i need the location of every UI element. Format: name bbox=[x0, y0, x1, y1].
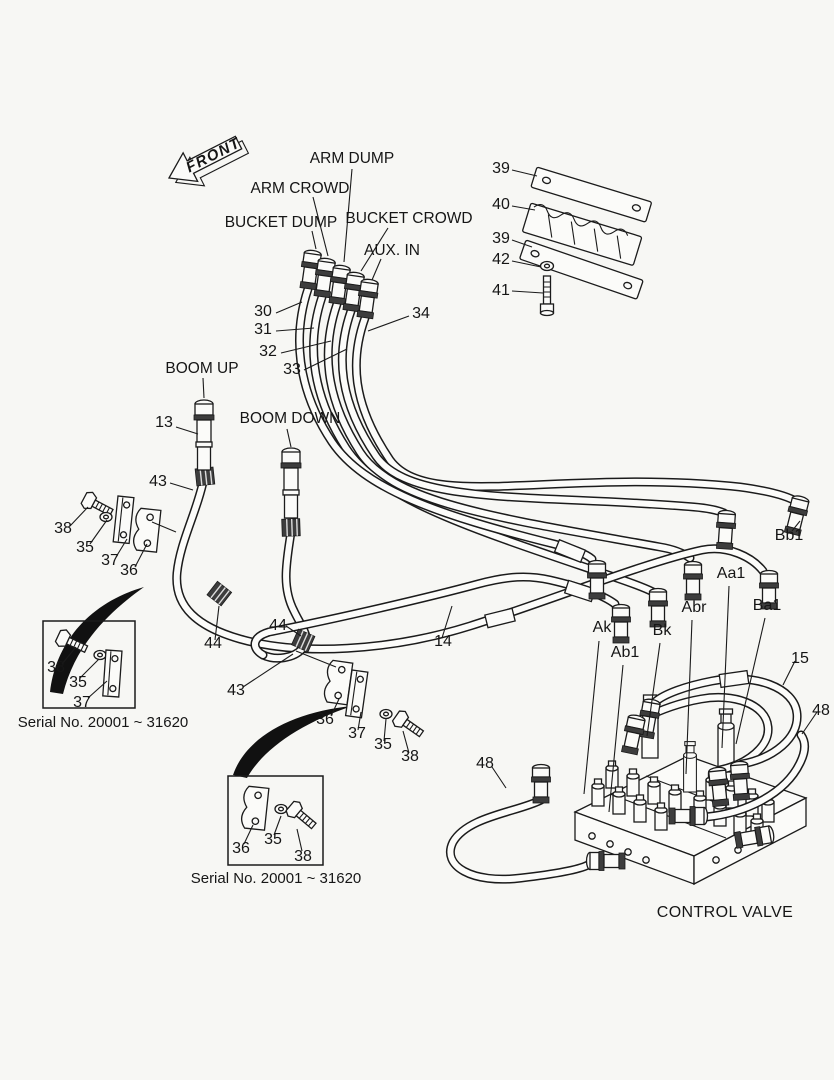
label-aux-in: AUX. IN bbox=[364, 242, 420, 259]
port-label-abr: Abr bbox=[682, 599, 708, 616]
callout-31: 31 bbox=[254, 321, 272, 338]
label-arm-crowd: ARM CROWD bbox=[250, 180, 349, 197]
port-label-bk: Bk bbox=[653, 622, 673, 639]
valve-hoses bbox=[446, 669, 810, 884]
port-label-aa1: Aa1 bbox=[717, 565, 746, 582]
callout-35-mid: 35 bbox=[374, 736, 392, 753]
label-bucket-dump: BUCKET DUMP bbox=[225, 214, 338, 231]
box2-callout-35: 35 bbox=[264, 831, 282, 848]
callout-37-mid: 37 bbox=[348, 725, 366, 742]
label-boom-up: BOOM UP bbox=[165, 360, 238, 377]
callout-35-left: 35 bbox=[76, 539, 94, 556]
callout-34: 34 bbox=[412, 305, 430, 322]
port-label-ak: Ak bbox=[593, 619, 613, 636]
serial-note-upper: Serial No. 20001 ~ 31620 bbox=[18, 714, 189, 731]
label-arm-dump: ARM DUMP bbox=[310, 150, 394, 167]
clamp-plate-assembly bbox=[519, 166, 652, 317]
callout-38-mid: 38 bbox=[401, 748, 419, 765]
control-valve-label: CONTROL VALVE bbox=[657, 904, 794, 921]
callout-39-bottom: 39 bbox=[492, 230, 510, 247]
diagram-labels: ARM DUMP ARM CROWD BUCKET DUMP BUCKET CR… bbox=[18, 150, 830, 921]
port-label-ba1: Ba1 bbox=[753, 597, 782, 614]
leader-lines bbox=[61, 168, 818, 852]
callout-38-left: 38 bbox=[54, 520, 72, 537]
clamp-group-left bbox=[79, 489, 177, 553]
callout-37-left: 37 bbox=[101, 552, 119, 569]
label-bucket-crowd: BUCKET CROWD bbox=[345, 210, 472, 227]
callout-44-mid: 44 bbox=[269, 617, 287, 634]
callout-13: 13 bbox=[155, 414, 173, 431]
serial-detail-box-lower bbox=[227, 775, 324, 866]
box1-callout-35: 35 bbox=[69, 674, 87, 691]
washer-42 bbox=[539, 260, 555, 272]
box1-callout-37: 37 bbox=[73, 694, 91, 711]
clamp-group-middle bbox=[295, 650, 428, 742]
callout-32: 32 bbox=[259, 343, 277, 360]
port-label-ab1: Ab1 bbox=[611, 644, 640, 661]
serial-detail-box-upper bbox=[42, 620, 136, 709]
callout-41: 41 bbox=[492, 282, 510, 299]
callout-48-left: 48 bbox=[476, 755, 494, 772]
callout-14: 14 bbox=[434, 633, 452, 650]
control-valve bbox=[573, 694, 808, 886]
label-boom-down: BOOM DOWN bbox=[240, 410, 341, 427]
box2-callout-36: 36 bbox=[232, 840, 250, 857]
callout-40: 40 bbox=[492, 196, 510, 213]
callout-48-right: 48 bbox=[812, 702, 830, 719]
box2-callout-38: 38 bbox=[294, 848, 312, 865]
callout-36-mid: 36 bbox=[316, 711, 334, 728]
port-label-bb1: Bb1 bbox=[775, 527, 804, 544]
callout-33: 33 bbox=[283, 361, 301, 378]
callout-30: 30 bbox=[254, 303, 272, 320]
callout-15: 15 bbox=[791, 650, 809, 667]
callout-42: 42 bbox=[492, 251, 510, 268]
callout-43-upper: 43 bbox=[149, 473, 167, 490]
bolt-41 bbox=[539, 275, 555, 317]
callout-39-top: 39 bbox=[492, 160, 510, 177]
box1-callout-38: 38 bbox=[47, 659, 65, 676]
callout-43-lower: 43 bbox=[227, 682, 245, 699]
callout-36-left: 36 bbox=[120, 562, 138, 579]
serial-note-lower: Serial No. 20001 ~ 31620 bbox=[191, 870, 362, 887]
callout-44-left: 44 bbox=[204, 635, 222, 652]
